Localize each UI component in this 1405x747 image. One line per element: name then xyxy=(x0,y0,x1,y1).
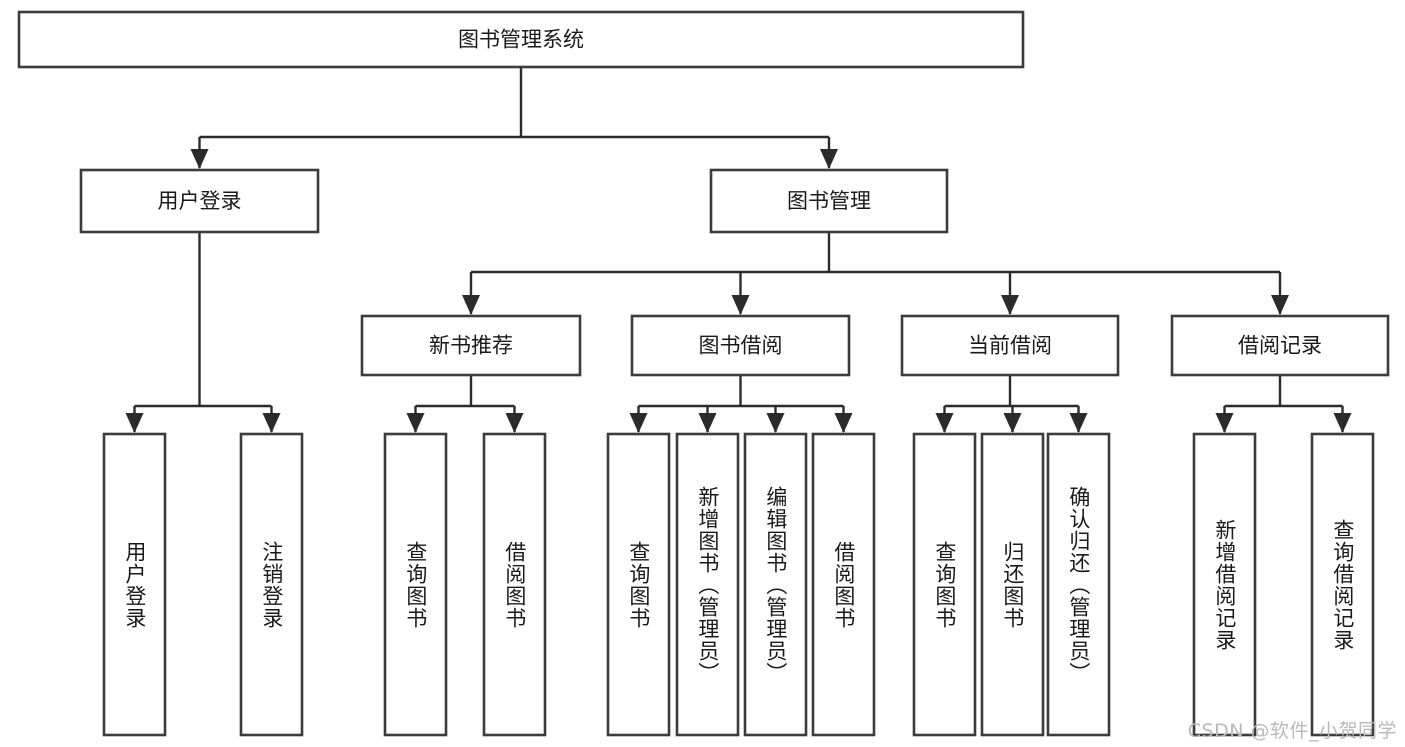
node-leaf-bb-add[interactable] xyxy=(675,432,740,737)
arrow-to-new-book-rec xyxy=(462,295,480,315)
node-leaf-bb-edit[interactable] xyxy=(743,432,808,737)
node-label-current-borrow: 当前借阅 xyxy=(968,334,1052,358)
node-leaf-cb-confirm[interactable] xyxy=(1046,432,1111,737)
node-leaf-bb-borrow[interactable] xyxy=(811,432,876,737)
arrow-to-book-manage xyxy=(820,149,838,169)
node-box-leaf-br-add xyxy=(1192,432,1257,737)
node-leaf-cb-query[interactable] xyxy=(912,432,977,737)
node-box-leaf-cb-query xyxy=(912,432,977,737)
node-book-borrow[interactable]: 图书借阅 xyxy=(630,314,851,377)
node-leaf-rec-borrow[interactable] xyxy=(482,432,547,737)
node-label-book-borrow: 图书借阅 xyxy=(699,334,783,358)
node-box-current-borrow xyxy=(900,314,1120,377)
node-user-login[interactable]: 用户登录 xyxy=(79,168,320,234)
node-box-borrow-record xyxy=(1170,314,1390,377)
node-box-new-book-rec xyxy=(360,314,582,377)
node-box-root xyxy=(17,10,1025,69)
arrow-to-current-borrow xyxy=(1001,295,1019,315)
connector-lines xyxy=(125,67,1352,433)
node-box-leaf-user-logout xyxy=(239,432,304,737)
node-box-user-login xyxy=(79,168,320,234)
node-label-borrow-record: 借阅记录 xyxy=(1238,334,1322,358)
arrow-to-leaf-bb-query xyxy=(629,413,648,433)
node-box-book-borrow xyxy=(630,314,851,377)
arrow-to-leaf-rec-query xyxy=(406,413,425,433)
node-box-leaf-bb-query xyxy=(606,432,671,737)
arrow-to-leaf-bb-borrow xyxy=(834,413,853,433)
node-box-leaf-bb-edit xyxy=(743,432,808,737)
node-box-leaf-bb-add xyxy=(675,432,740,737)
node-box-leaf-cb-confirm xyxy=(1046,432,1111,737)
node-box-leaf-cb-return xyxy=(980,432,1045,737)
node-label-new-book-rec: 新书推荐 xyxy=(429,334,513,358)
arrow-to-leaf-bb-edit xyxy=(766,413,785,433)
node-label-user-login: 用户登录 xyxy=(158,189,242,213)
node-box-leaf-br-query xyxy=(1310,432,1375,737)
node-book-manage[interactable]: 图书管理 xyxy=(709,168,949,234)
node-box-book-manage xyxy=(709,168,949,234)
node-leaf-user-logout[interactable] xyxy=(239,432,304,737)
arrow-to-leaf-cb-return xyxy=(1003,413,1022,433)
arrow-to-leaf-bb-add xyxy=(698,413,717,433)
node-current-borrow[interactable]: 当前借阅 xyxy=(900,314,1120,377)
arrow-to-user-login xyxy=(190,149,209,169)
node-root[interactable]: 图书管理系统 xyxy=(17,10,1025,69)
arrow-to-leaf-user-logout xyxy=(262,413,281,433)
arrow-to-leaf-br-query xyxy=(1333,413,1352,433)
node-label-root: 图书管理系统 xyxy=(458,28,584,52)
node-label-book-manage: 图书管理 xyxy=(787,189,871,213)
node-leaf-user-login[interactable] xyxy=(102,432,167,737)
node-box-leaf-rec-query xyxy=(383,432,448,737)
arrow-to-leaf-cb-query xyxy=(935,413,954,433)
node-box-leaf-user-login xyxy=(102,432,167,737)
node-leaf-bb-query[interactable] xyxy=(606,432,671,737)
node-box-leaf-rec-borrow xyxy=(482,432,547,737)
node-leaf-br-add[interactable] xyxy=(1192,432,1257,737)
arrow-to-leaf-br-add xyxy=(1215,413,1234,433)
arrow-to-borrow-record xyxy=(1271,295,1289,315)
arrow-to-leaf-cb-confirm xyxy=(1069,413,1088,433)
node-leaf-br-query[interactable] xyxy=(1310,432,1375,737)
node-borrow-record[interactable]: 借阅记录 xyxy=(1170,314,1390,377)
arrow-to-leaf-rec-borrow xyxy=(505,413,524,433)
node-leaf-cb-return[interactable] xyxy=(980,432,1045,737)
node-leaf-rec-query[interactable] xyxy=(383,432,448,737)
arrow-to-leaf-user-login xyxy=(125,413,144,433)
watermark-text: CSDN @软件_小贺同学 xyxy=(1187,720,1397,742)
node-box-leaf-bb-borrow xyxy=(811,432,876,737)
node-new-book-rec[interactable]: 新书推荐 xyxy=(360,314,582,377)
arrow-to-book-borrow xyxy=(731,295,750,315)
